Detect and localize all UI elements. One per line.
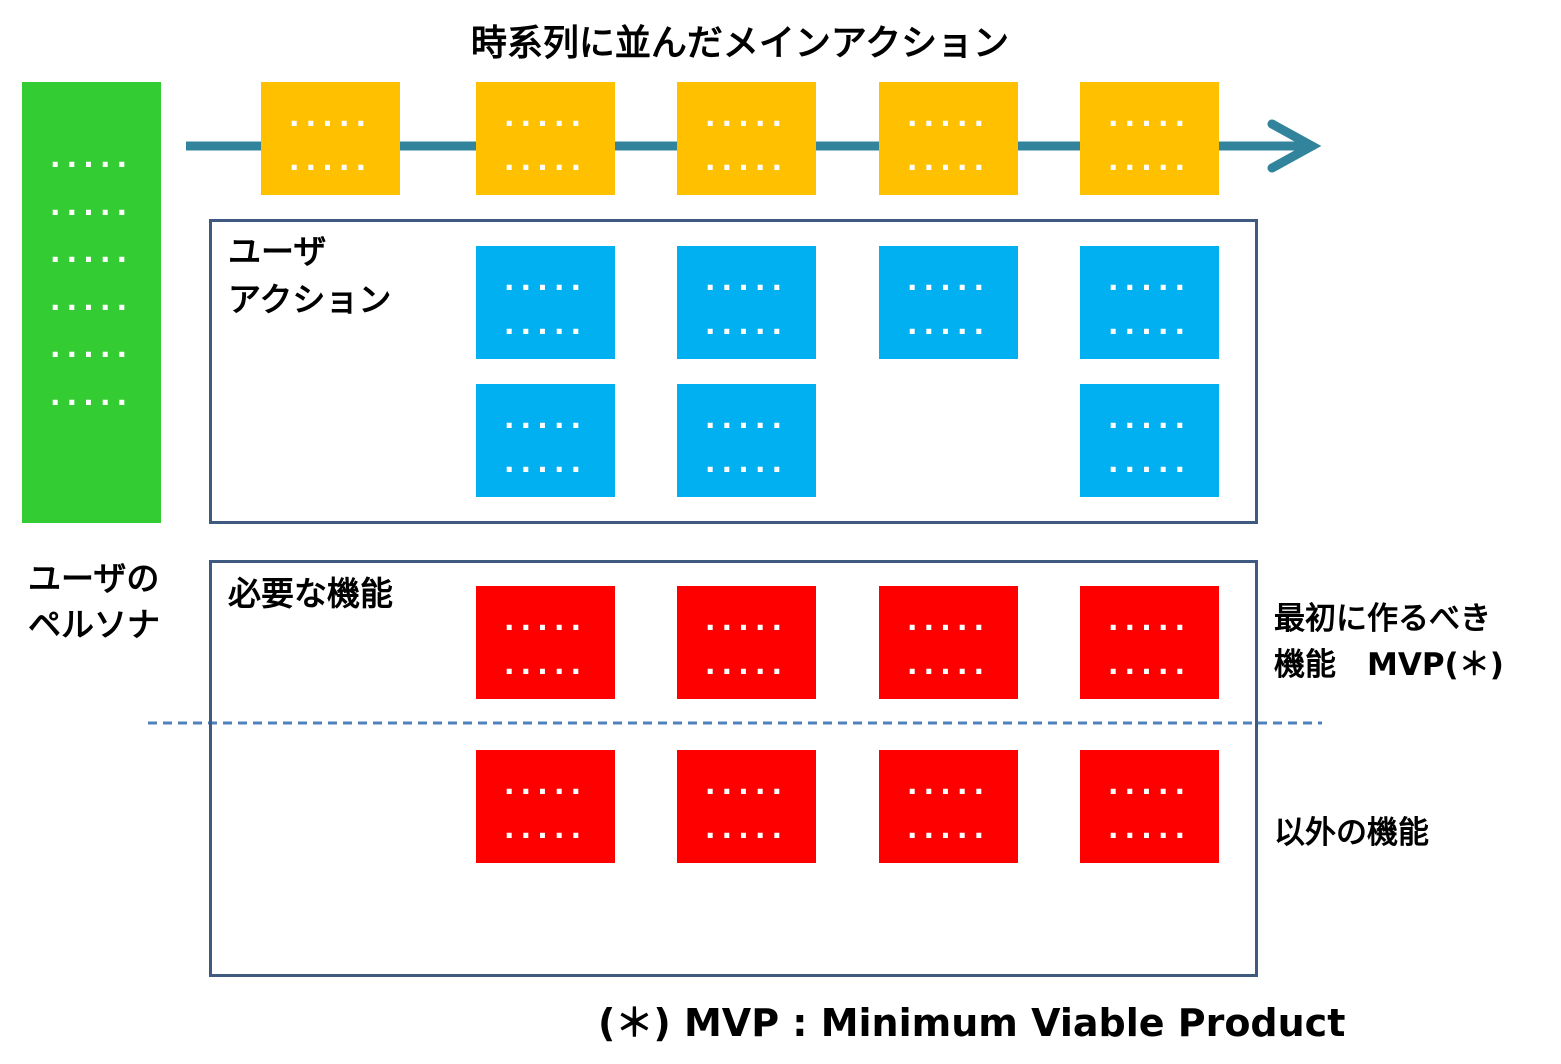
- user-action-card[interactable]: ..... .....: [879, 246, 1018, 359]
- card-row: .....: [503, 143, 588, 177]
- card-row: .....: [503, 99, 588, 133]
- card-row: .....: [288, 143, 373, 177]
- card-row: .....: [906, 811, 991, 845]
- other-feature-card[interactable]: ..... .....: [677, 750, 816, 863]
- mvp-label-line: 機能 MVP(＊): [1274, 647, 1504, 683]
- diagram-title: 時系列に並んだメインアクション: [470, 23, 1010, 64]
- mvp-label: 最初に作るべき 機能 MVP(＊): [1274, 596, 1504, 688]
- card-row: .....: [704, 307, 789, 341]
- other-feature-card[interactable]: ..... .....: [879, 750, 1018, 863]
- main-action-card[interactable]: ..... .....: [879, 82, 1018, 195]
- card-row: .....: [704, 401, 789, 435]
- card-row: .....: [704, 143, 789, 177]
- user-action-card[interactable]: ..... .....: [1080, 246, 1219, 359]
- card-row: .....: [1107, 445, 1192, 479]
- user-action-card[interactable]: ..... .....: [1080, 384, 1219, 497]
- mvp-feature-card[interactable]: ..... .....: [879, 586, 1018, 699]
- card-row: .....: [503, 307, 588, 341]
- card-row: .....: [906, 263, 991, 297]
- persona-card-row: .....: [49, 141, 134, 174]
- persona-label-line: ペルソナ: [28, 605, 160, 644]
- card-row: .....: [704, 811, 789, 845]
- user-actions-label-line: ユーザ: [228, 232, 327, 271]
- persona-card-row: .....: [49, 331, 134, 364]
- user-actions-label-line: アクション: [228, 280, 392, 319]
- card-row: .....: [503, 401, 588, 435]
- card-row: .....: [906, 603, 991, 637]
- persona-card-row: .....: [49, 236, 134, 269]
- card-row: .....: [1107, 401, 1192, 435]
- card-row: .....: [1107, 647, 1192, 681]
- main-action-card[interactable]: ..... .....: [1080, 82, 1219, 195]
- persona-card-row: .....: [49, 188, 134, 222]
- card-row: .....: [704, 647, 789, 681]
- card-row: .....: [503, 603, 588, 637]
- footnote: (＊) MVP : Minimum Viable Product: [598, 1001, 1346, 1045]
- user-actions-label: ユーザ アクション: [228, 228, 391, 324]
- card-row: .....: [503, 445, 588, 479]
- mvp-feature-card[interactable]: ..... .....: [1080, 586, 1219, 699]
- features-label: 必要な機能: [228, 574, 393, 613]
- card-row: .....: [1107, 143, 1192, 177]
- user-actions-frame: [209, 219, 1258, 524]
- main-action-card[interactable]: ..... .....: [677, 82, 816, 195]
- card-row: .....: [704, 263, 789, 297]
- card-row: .....: [1107, 99, 1192, 133]
- card-row: .....: [704, 445, 789, 479]
- card-row: .....: [906, 143, 991, 177]
- card-row: .....: [1107, 811, 1192, 845]
- mvp-label-line: 最初に作るべき: [1274, 601, 1491, 637]
- user-action-card[interactable]: ..... .....: [476, 246, 615, 359]
- persona-card[interactable]: ..... ..... ..... ..... ..... .....: [22, 82, 161, 523]
- persona-card-row: .....: [49, 378, 134, 412]
- timeline-arrow-head: [1267, 119, 1322, 173]
- main-action-card[interactable]: ..... .....: [476, 82, 615, 195]
- other-feature-card[interactable]: ..... .....: [476, 750, 615, 863]
- persona-label-line: ユーザの: [28, 559, 160, 598]
- card-row: .....: [704, 767, 789, 801]
- card-row: .....: [503, 811, 588, 845]
- user-action-card[interactable]: ..... .....: [677, 246, 816, 359]
- other-features-label: 以外の機能: [1274, 815, 1429, 851]
- card-row: .....: [704, 603, 789, 637]
- card-row: .....: [906, 647, 991, 681]
- card-row: .....: [1107, 307, 1192, 341]
- card-row: .....: [503, 767, 588, 801]
- card-row: .....: [1107, 603, 1192, 637]
- card-row: .....: [288, 99, 373, 133]
- main-action-card[interactable]: ..... .....: [261, 82, 400, 195]
- persona-card-row: .....: [49, 283, 134, 317]
- card-row: .....: [1107, 263, 1192, 297]
- card-row: .....: [906, 307, 991, 341]
- card-row: .....: [1107, 767, 1192, 801]
- card-row: .....: [503, 647, 588, 681]
- persona-label: ユーザの ペルソナ: [28, 556, 160, 648]
- user-action-card[interactable]: ..... .....: [677, 384, 816, 497]
- mvp-feature-card[interactable]: ..... .....: [677, 586, 816, 699]
- card-row: .....: [906, 767, 991, 801]
- card-row: .....: [704, 99, 789, 133]
- features-frame: [209, 560, 1258, 977]
- card-row: .....: [503, 263, 588, 297]
- card-row: .....: [906, 99, 991, 133]
- mvp-feature-card[interactable]: ..... .....: [476, 586, 615, 699]
- other-feature-card[interactable]: ..... .....: [1080, 750, 1219, 863]
- user-action-card[interactable]: ..... .....: [476, 384, 615, 497]
